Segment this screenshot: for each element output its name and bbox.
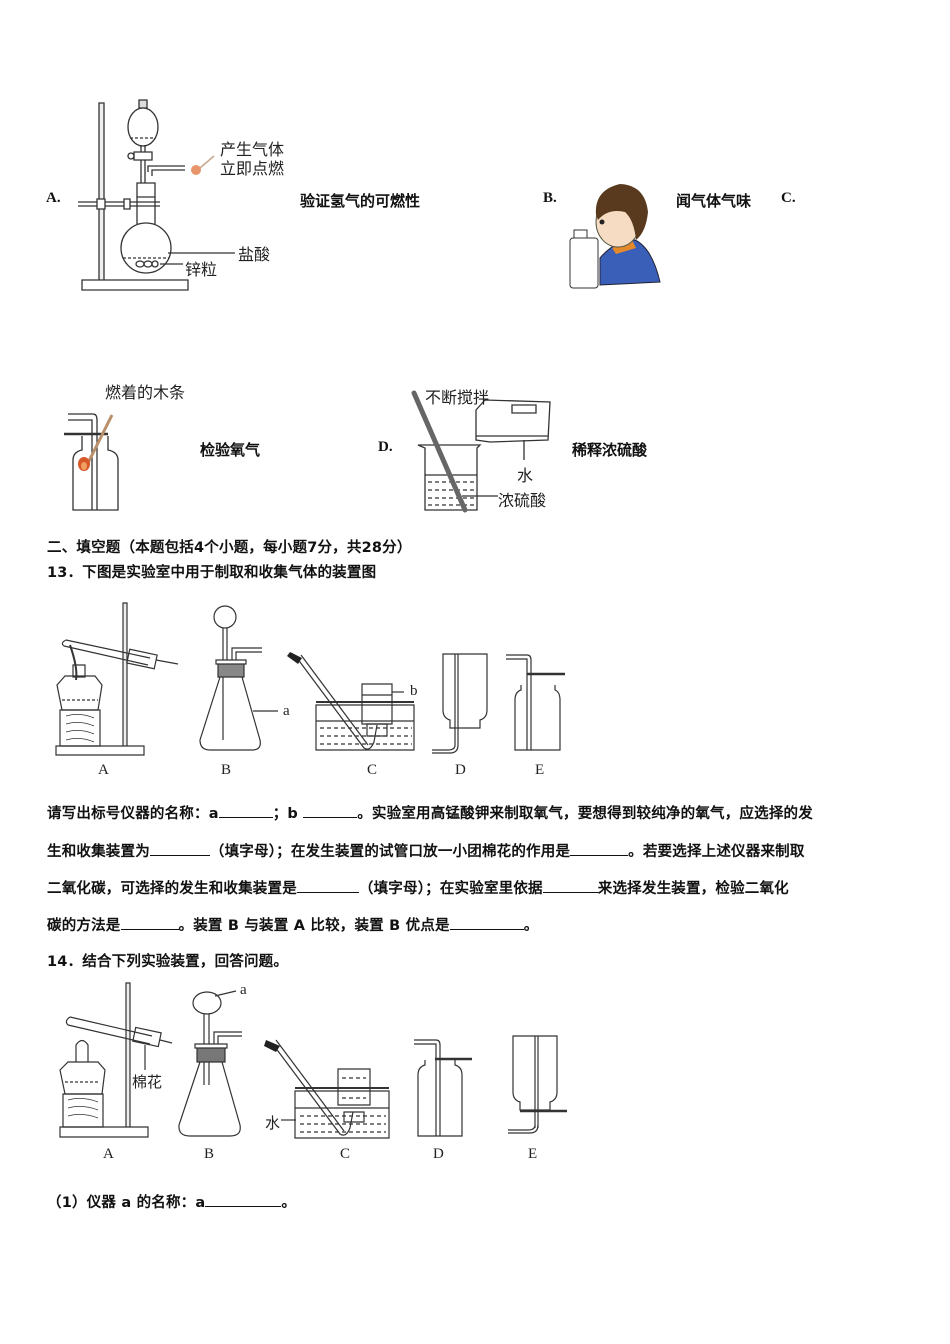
blank-instrument-a[interactable] (205, 1192, 282, 1207)
fig-letter-c: C (367, 762, 378, 778)
q13-line-3: 二氧化碳，可选择的发生和收集装置是（填字母）；在实验室里依据来选择发生装置，检验… (47, 877, 789, 898)
burning-stick-label: 燃着的木条 (105, 383, 186, 402)
label-a: a (240, 982, 247, 998)
hydrochloric-acid-label: 盐酸 (238, 245, 271, 264)
gas-label: 产生气体 立即点燃 (220, 140, 285, 178)
q14-title: 14．结合下列实验装置，回答问题。 (47, 954, 289, 970)
stir-label: 不断搅拌 (425, 388, 490, 407)
fig-letter-d: D (455, 762, 466, 778)
blank-b[interactable] (303, 803, 358, 818)
option-b-letter: B. (543, 190, 557, 206)
option-a-caption: 验证氢气的可燃性 (300, 192, 421, 210)
option-c-caption: 检验氧气 (200, 441, 261, 459)
boy-smelling-icon (0, 184, 950, 320)
q13-title: 13．下图是实验室中用于制取和收集气体的装置图 (47, 565, 377, 581)
q13-apparatus-icon (0, 0, 950, 790)
dilute-acid-apparatus-icon (0, 0, 950, 520)
option-d-letter: D. (378, 439, 393, 455)
option-b-caption: 闻气体气味 (676, 192, 752, 210)
blank-cotton-purpose[interactable] (570, 841, 629, 856)
water-label: 水 (265, 1114, 281, 1132)
cotton-label: 棉花 (132, 1073, 163, 1091)
fig-letter-d: D (433, 1146, 444, 1162)
fig-letter-c: C (340, 1146, 351, 1162)
q13-line-1: 请写出标号仪器的名称：a；b 。实验室用高锰酸钾来制取氧气，要想得到较纯净的氧气… (47, 802, 813, 823)
blank-a[interactable] (218, 803, 273, 818)
zinc-label: 锌粒 (185, 260, 218, 279)
label-b: b (410, 683, 418, 699)
fig-letter-a: A (98, 762, 109, 778)
q13-line-4: 碳的方法是。装置 B 与装置 A 比较，装置 B 优点是。 (47, 914, 538, 935)
fig-letter-a: A (103, 1146, 114, 1162)
fig-letter-e: E (535, 762, 545, 778)
blank-advantage[interactable] (449, 915, 524, 930)
blank-oxygen-apparatus[interactable] (149, 841, 210, 856)
fig-letter-e: E (528, 1146, 538, 1162)
fig-letter-b: B (204, 1146, 215, 1162)
blank-co2-apparatus[interactable] (296, 878, 359, 893)
q13-line-2: 生和收集装置为（填字母）；在发生装置的试管口放一小团棉花的作用是。若要选择上述仪… (47, 840, 805, 861)
option-c-letter: C. (781, 190, 796, 206)
conc-acid-label: 浓硫酸 (498, 491, 547, 510)
water-label: 水 (517, 466, 534, 485)
label-a: a (283, 703, 290, 719)
section-heading: 二、填空题（本题包括4个小题，每小题7分，共28分） (47, 540, 412, 556)
q14-apparatus-icon (0, 0, 950, 1170)
oxygen-test-bottle-icon (0, 0, 950, 520)
hydrogen-apparatus-icon (0, 0, 950, 320)
option-d-caption: 稀释浓硫酸 (572, 441, 648, 459)
blank-co2-test[interactable] (120, 915, 179, 930)
q14-sub1: （1）仪器 a 的名称：a。 (47, 1191, 296, 1212)
fig-letter-b: B (221, 762, 232, 778)
option-a-letter: A. (46, 190, 61, 206)
blank-basis[interactable] (542, 878, 598, 893)
